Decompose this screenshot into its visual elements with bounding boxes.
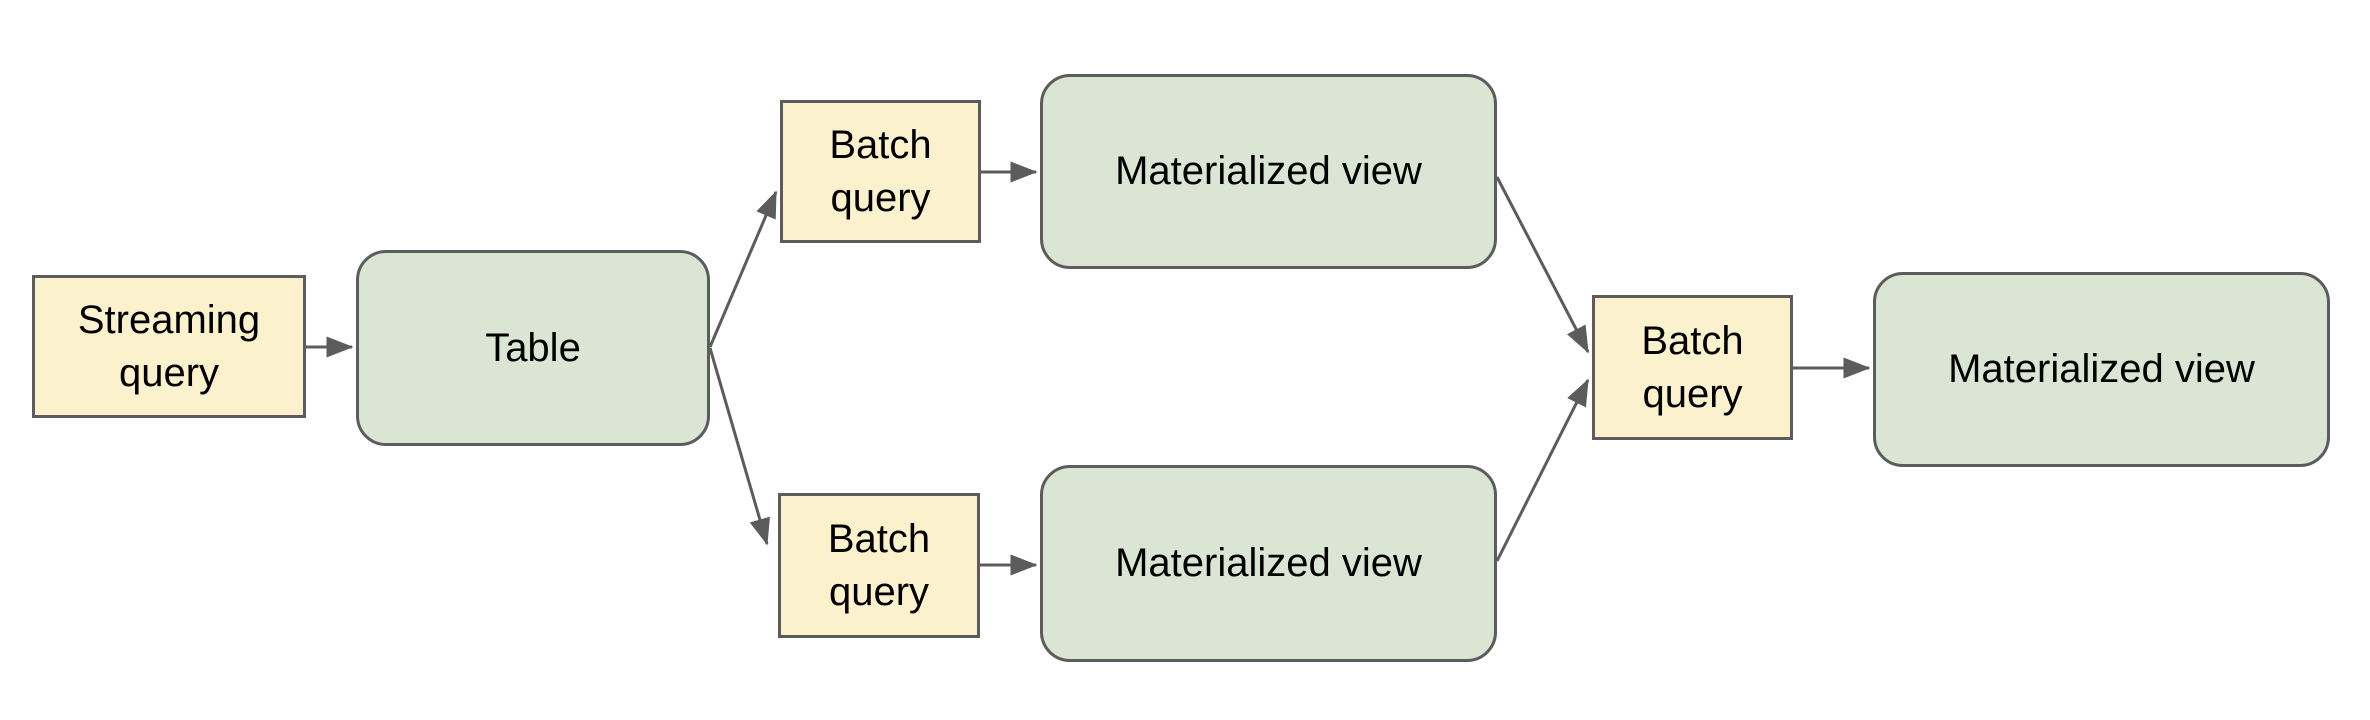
edge-materialized-view-bottom-to-batch-query-merge — [1495, 378, 1590, 562]
node-table-label: Table — [485, 325, 581, 370]
node-batch-query-merge-label: Batch query — [1641, 318, 1744, 416]
node-batch-query-top: Batch query — [780, 100, 981, 243]
edge-materialized-view-top-to-batch-query-merge — [1495, 176, 1590, 354]
node-materialized-view-top-label: Materialized view — [1115, 149, 1422, 194]
edge-table-to-batch-query-bottom — [708, 347, 770, 546]
node-batch-query-merge: Batch query — [1592, 295, 1793, 440]
node-materialized-view-final: Materialized view — [1873, 272, 2330, 467]
edge-table-to-batch-query-top — [708, 190, 778, 348]
node-batch-query-bottom-label: Batch query — [827, 516, 931, 614]
node-materialized-view-final-label: Materialized view — [1948, 347, 2255, 392]
node-streaming-query-label: Streaming query — [77, 297, 261, 395]
node-table: Table — [356, 250, 710, 446]
node-materialized-view-bottom: Materialized view — [1040, 465, 1497, 662]
node-materialized-view-bottom-label: Materialized view — [1115, 541, 1422, 586]
node-batch-query-bottom: Batch query — [778, 493, 980, 638]
node-streaming-query: Streaming query — [32, 275, 306, 418]
node-materialized-view-top: Materialized view — [1040, 74, 1497, 269]
node-batch-query-top-label: Batch query — [829, 122, 932, 220]
